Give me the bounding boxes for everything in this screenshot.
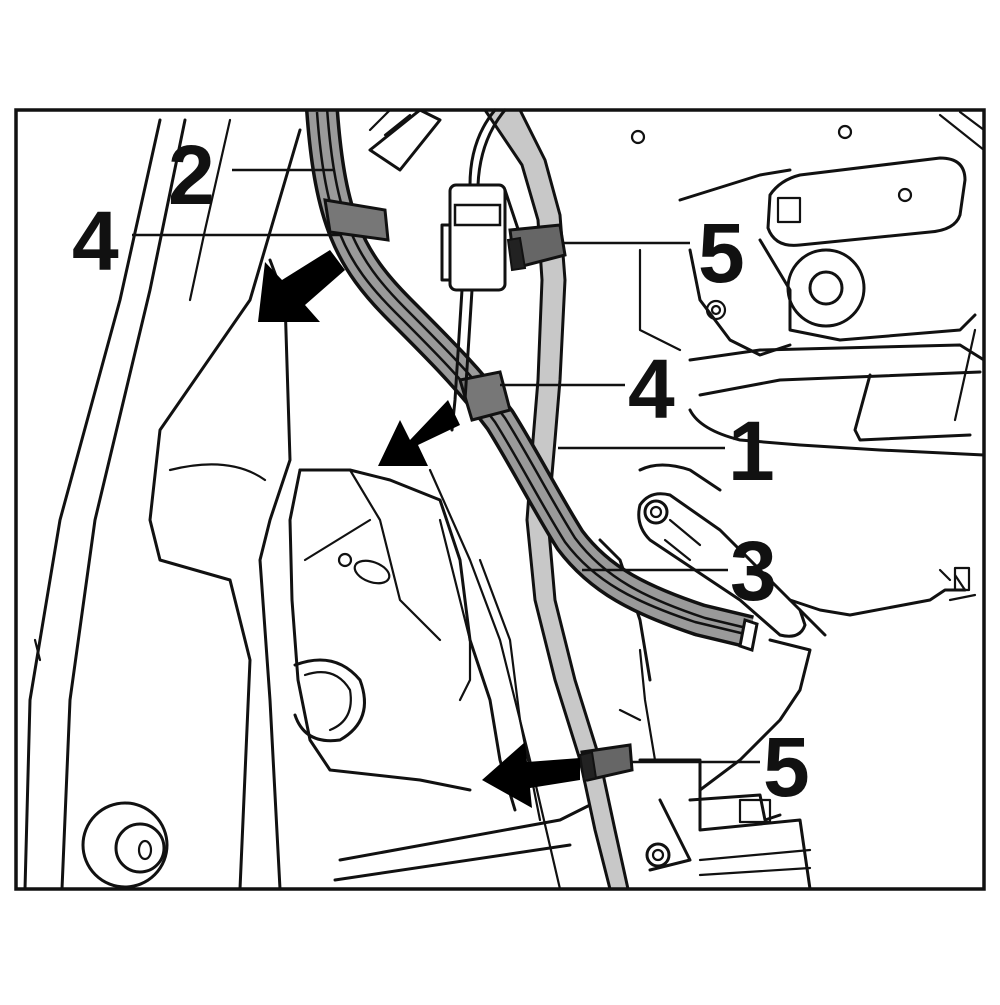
harness-end (738, 618, 759, 652)
callout-5-upper: 5 (698, 206, 745, 300)
callout-1: 1 (728, 404, 775, 498)
harness-clip-upper (323, 198, 390, 242)
callout-2: 2 (168, 128, 215, 222)
direction-arrow-middle (378, 400, 460, 466)
callout-3: 3 (730, 524, 777, 618)
callout-4-upper: 4 (72, 194, 119, 288)
direction-arrow-lower (482, 742, 580, 808)
callout-4-middle: 4 (628, 342, 675, 436)
harness-clip-middle (458, 370, 512, 422)
hose-1 (483, 110, 630, 889)
callout-5-lower: 5 (763, 720, 810, 814)
mounting-bracket (766, 156, 967, 247)
grommet-hole (81, 801, 169, 889)
lower-bracket (637, 492, 807, 638)
figure-frame (14, 108, 986, 891)
body-panel-linework (23, 110, 984, 889)
electrical-connector (440, 108, 522, 432)
direction-arrow-upper-left (258, 250, 345, 322)
